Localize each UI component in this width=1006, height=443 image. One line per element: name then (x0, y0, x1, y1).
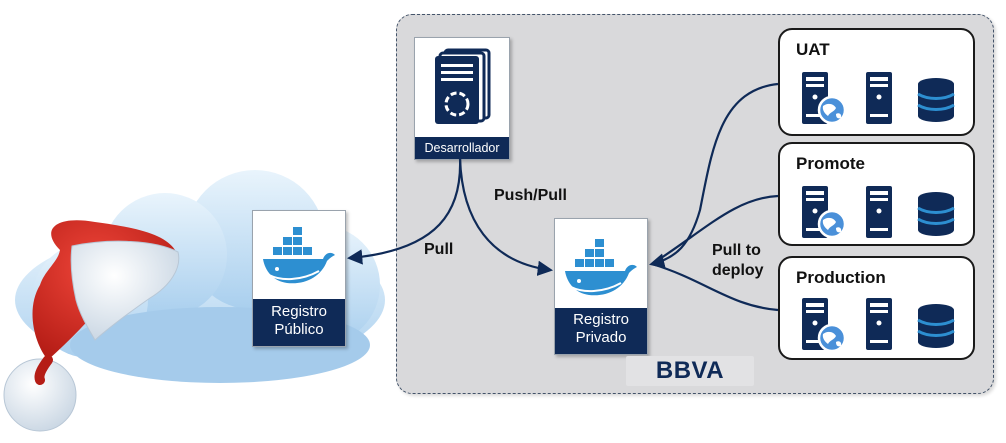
pull-label: Pull (424, 241, 454, 258)
developer-card: Desarrollador (414, 37, 510, 160)
private-registry-line1: Registro (573, 311, 629, 328)
developer-label: Desarrollador (415, 137, 509, 159)
pull-uat-arrow (649, 82, 779, 269)
pull-arrow (346, 157, 462, 265)
promote-icons (802, 186, 956, 239)
pull-production-arrow (651, 262, 779, 312)
environment-title: Promote (796, 154, 865, 173)
bbva-logo: BBVA (626, 356, 754, 386)
public-registry-line1: Registro (271, 303, 327, 320)
document-stack-icon (435, 48, 491, 124)
public-registry-line2: Público (274, 321, 324, 338)
push-pull-arrow (458, 157, 554, 276)
push-pull-label: Push/Pull (494, 187, 567, 204)
public-registry-label: Registro Público (253, 299, 345, 346)
environment-title: Production (796, 268, 886, 287)
pull-promote-arrow (651, 194, 779, 265)
public-registry-card: Registro Público (252, 210, 346, 347)
private-registry-line2: Privado (575, 329, 627, 346)
private-registry-label: Registro Privado (555, 308, 647, 354)
production-icons (802, 298, 956, 353)
pull-to-deploy-label: Pull to deploy (712, 242, 764, 279)
santa-hat-icon (3, 220, 180, 432)
uat-icons (802, 72, 956, 125)
docker-whale-icon (263, 227, 335, 284)
docker-whale-icon (565, 239, 637, 296)
private-registry-card: Registro Privado (554, 218, 648, 355)
environment-title: UAT (796, 40, 830, 59)
